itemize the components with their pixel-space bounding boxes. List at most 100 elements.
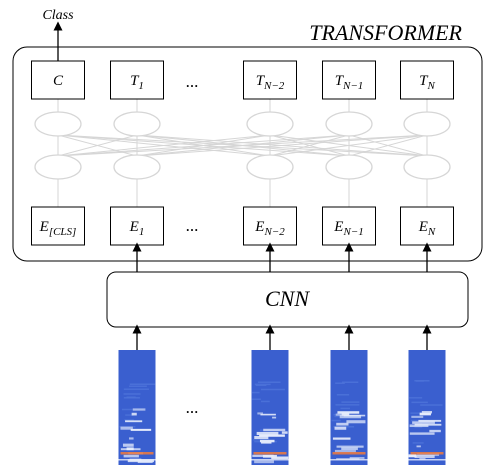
spectrogram-texture [123,388,149,390]
hidden-layer-nodes [34,111,451,180]
spectrogram-streak [281,431,288,434]
spectrogram-streak [408,459,446,461]
spectrogram-streak [128,437,134,440]
network-connections [57,99,428,207]
spectrogram-texture [412,442,424,444]
output-token-label: C [53,73,64,89]
spectrogram-peak [410,452,444,455]
spectrogram-streak [123,454,139,458]
hidden-node [34,154,82,180]
spectrogram-ellipsis: ... [186,398,199,417]
spectrogram-streak [252,454,274,457]
spectrogram-texture [129,385,147,387]
spectrogram-texture [409,397,423,399]
spectrogram-streak [421,411,432,414]
spectrogram-texture [335,404,360,406]
spectrogram-background [118,350,156,465]
cnn-block [106,271,469,328]
spectrogram-texture [415,380,424,382]
output-box [110,60,164,100]
spectrogram-streak [418,419,442,422]
spectrogram-texture [129,383,156,386]
spectrogram [118,350,156,465]
spectrogram-texture [257,381,281,383]
spectrogram-texture [255,384,267,386]
output-ellipsis: ... [186,72,199,91]
hidden-node [246,154,294,180]
spectrogram-to-cnn-arrows [132,324,432,350]
spectrogram-streak [414,423,442,426]
spectrogram-streak [332,437,351,440]
spectrogram-streak [429,429,441,433]
spectrogram-texture [335,382,345,384]
embedding-box [243,206,297,246]
hidden-node [34,111,82,137]
hidden-node [113,154,161,180]
spectrogram-texture [251,391,260,394]
hidden-node [246,111,294,137]
spectrogram-peak [253,452,287,455]
output-token-label: T1 [130,73,144,92]
network-edge [269,134,428,157]
spectrogram-streak [334,426,347,430]
spectrogram-texture [253,439,270,441]
hidden-node [325,154,373,180]
spectrogram-streak [122,443,134,447]
cnn-to-embedding-arrows [132,242,432,272]
spectrogram-texture [124,419,134,421]
spectrogram-background [408,350,446,465]
output-box [31,60,85,100]
transformer-label: TRANSFORMER [309,20,462,45]
output-box [400,60,454,100]
spectrogram-streak [411,415,424,418]
spectrogram-texture [260,400,270,403]
spectrogram-streak [131,412,137,416]
spectrogram-texture [334,415,342,418]
spectrogram-streak [346,420,366,424]
embedding-ellipsis: ... [186,216,199,235]
spectrogram-streak [330,459,368,461]
spectrogram-streak [336,422,349,426]
spectrogram-streak [334,449,356,453]
output-token-label: TN−2 [256,73,285,92]
hidden-node [113,111,161,137]
network-edge [348,134,428,157]
embedding-box [31,206,85,246]
hidden-node [403,154,451,180]
network-edge [57,134,350,157]
network-edge [57,134,428,157]
hidden-node [325,111,373,137]
embedding-token-label: E[CLS] [39,219,77,238]
spectrogram-texture [121,408,144,411]
spectrogram-streak [419,412,431,416]
network-edge [57,134,138,157]
spectrogram-texture [123,393,141,395]
network-edge [269,134,350,157]
network-edge [136,134,428,157]
spectrogram-streak [259,434,285,437]
spectrogram-streak [349,457,365,460]
embedding-box [322,206,376,246]
spectrogram-texture [410,412,427,414]
spectrogram-streak [412,421,435,424]
spectrogram-row [118,350,446,465]
embedding-token-label: EN−1 [333,219,363,238]
spectrogram-streak [257,412,263,415]
output-box [243,60,297,100]
spectrogram-streak [263,428,286,432]
embedding-token-label: EN−2 [254,219,285,238]
spectrogram-streak [409,424,429,428]
spectrogram-texture [411,401,428,404]
transformer-block [12,46,483,262]
spectrogram-texture [342,381,359,384]
spectrogram-texture [341,401,360,403]
spectrogram-texture [331,419,341,422]
spectrogram-streak [259,439,275,443]
embedding-token-label: EN [418,219,436,238]
spectrogram-streak [261,441,272,444]
spectrogram-streak [125,420,143,423]
spectrogram-streak [336,445,364,448]
